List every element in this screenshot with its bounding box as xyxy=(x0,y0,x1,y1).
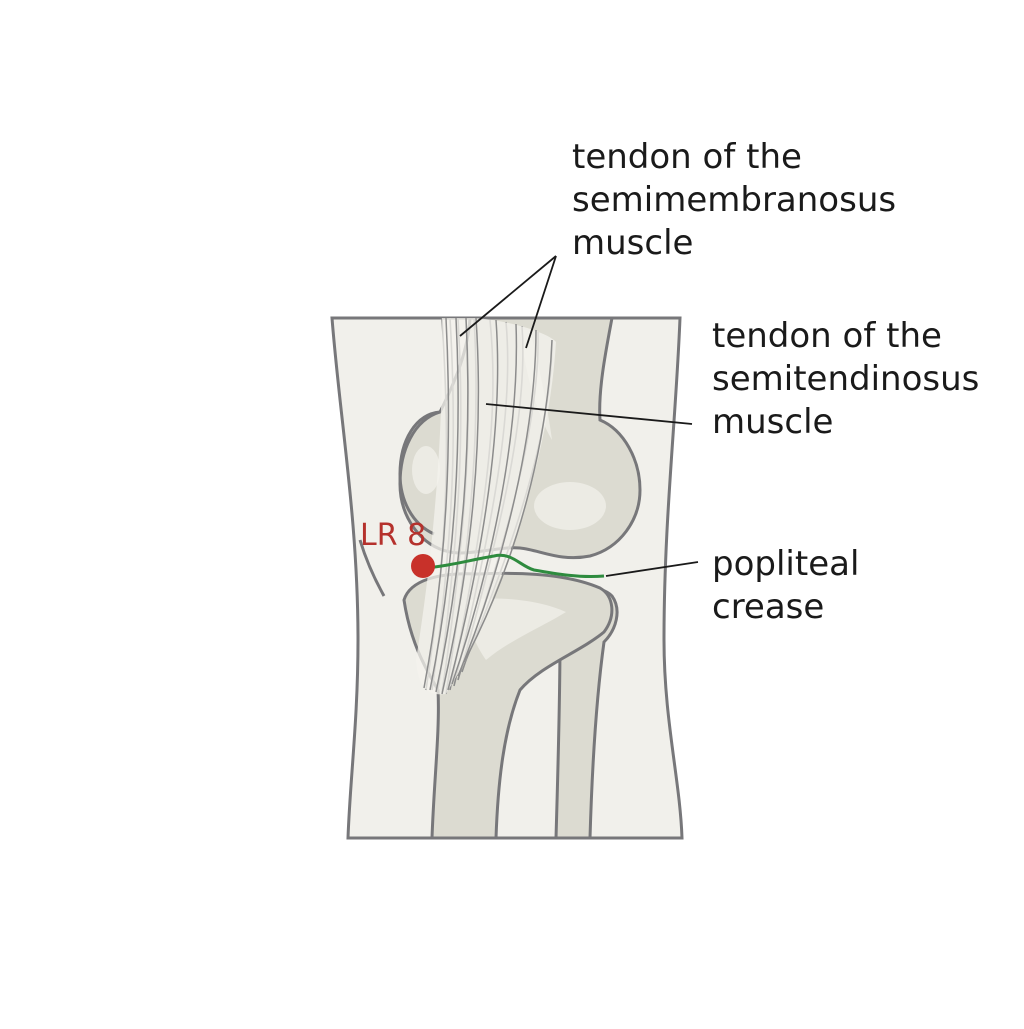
label-lr8: LR 8 xyxy=(360,518,426,553)
femur-medial-highlight xyxy=(412,446,440,494)
leg-inner-contour xyxy=(358,539,386,597)
leader-semimembranosus-a xyxy=(459,255,557,337)
femur-medial-condyle xyxy=(398,410,441,536)
leader-lines xyxy=(459,255,699,577)
leader-semitendinosus xyxy=(485,403,693,425)
leader-semimembranosus-b xyxy=(525,255,557,349)
label-semimembranosus-line3: muscle xyxy=(572,223,693,263)
lr8-point xyxy=(411,554,435,578)
label-popliteal-crease: popliteal crease xyxy=(712,544,870,627)
label-semimembranosus: tendon of the semimembranosus muscle xyxy=(572,137,907,263)
label-semimembranosus-line1: tendon of the xyxy=(572,137,802,177)
femur-condyle-highlight xyxy=(534,482,606,530)
leader-popliteal xyxy=(605,561,699,577)
label-semitendinosus-line1: tendon of the xyxy=(712,316,942,356)
tendon-strands xyxy=(423,317,553,695)
label-semitendinosus: tendon of the semitendinosus muscle xyxy=(712,316,990,442)
tibia-shading xyxy=(468,598,566,660)
label-popliteal-line2: crease xyxy=(712,587,824,627)
label-popliteal-line1: popliteal xyxy=(712,544,859,584)
label-semimembranosus-line2: semimembranosus xyxy=(572,180,896,220)
label-semitendinosus-line2: semitendinosus xyxy=(712,359,979,399)
popliteal-crease xyxy=(423,553,605,579)
label-semitendinosus-line3: muscle xyxy=(712,402,833,442)
